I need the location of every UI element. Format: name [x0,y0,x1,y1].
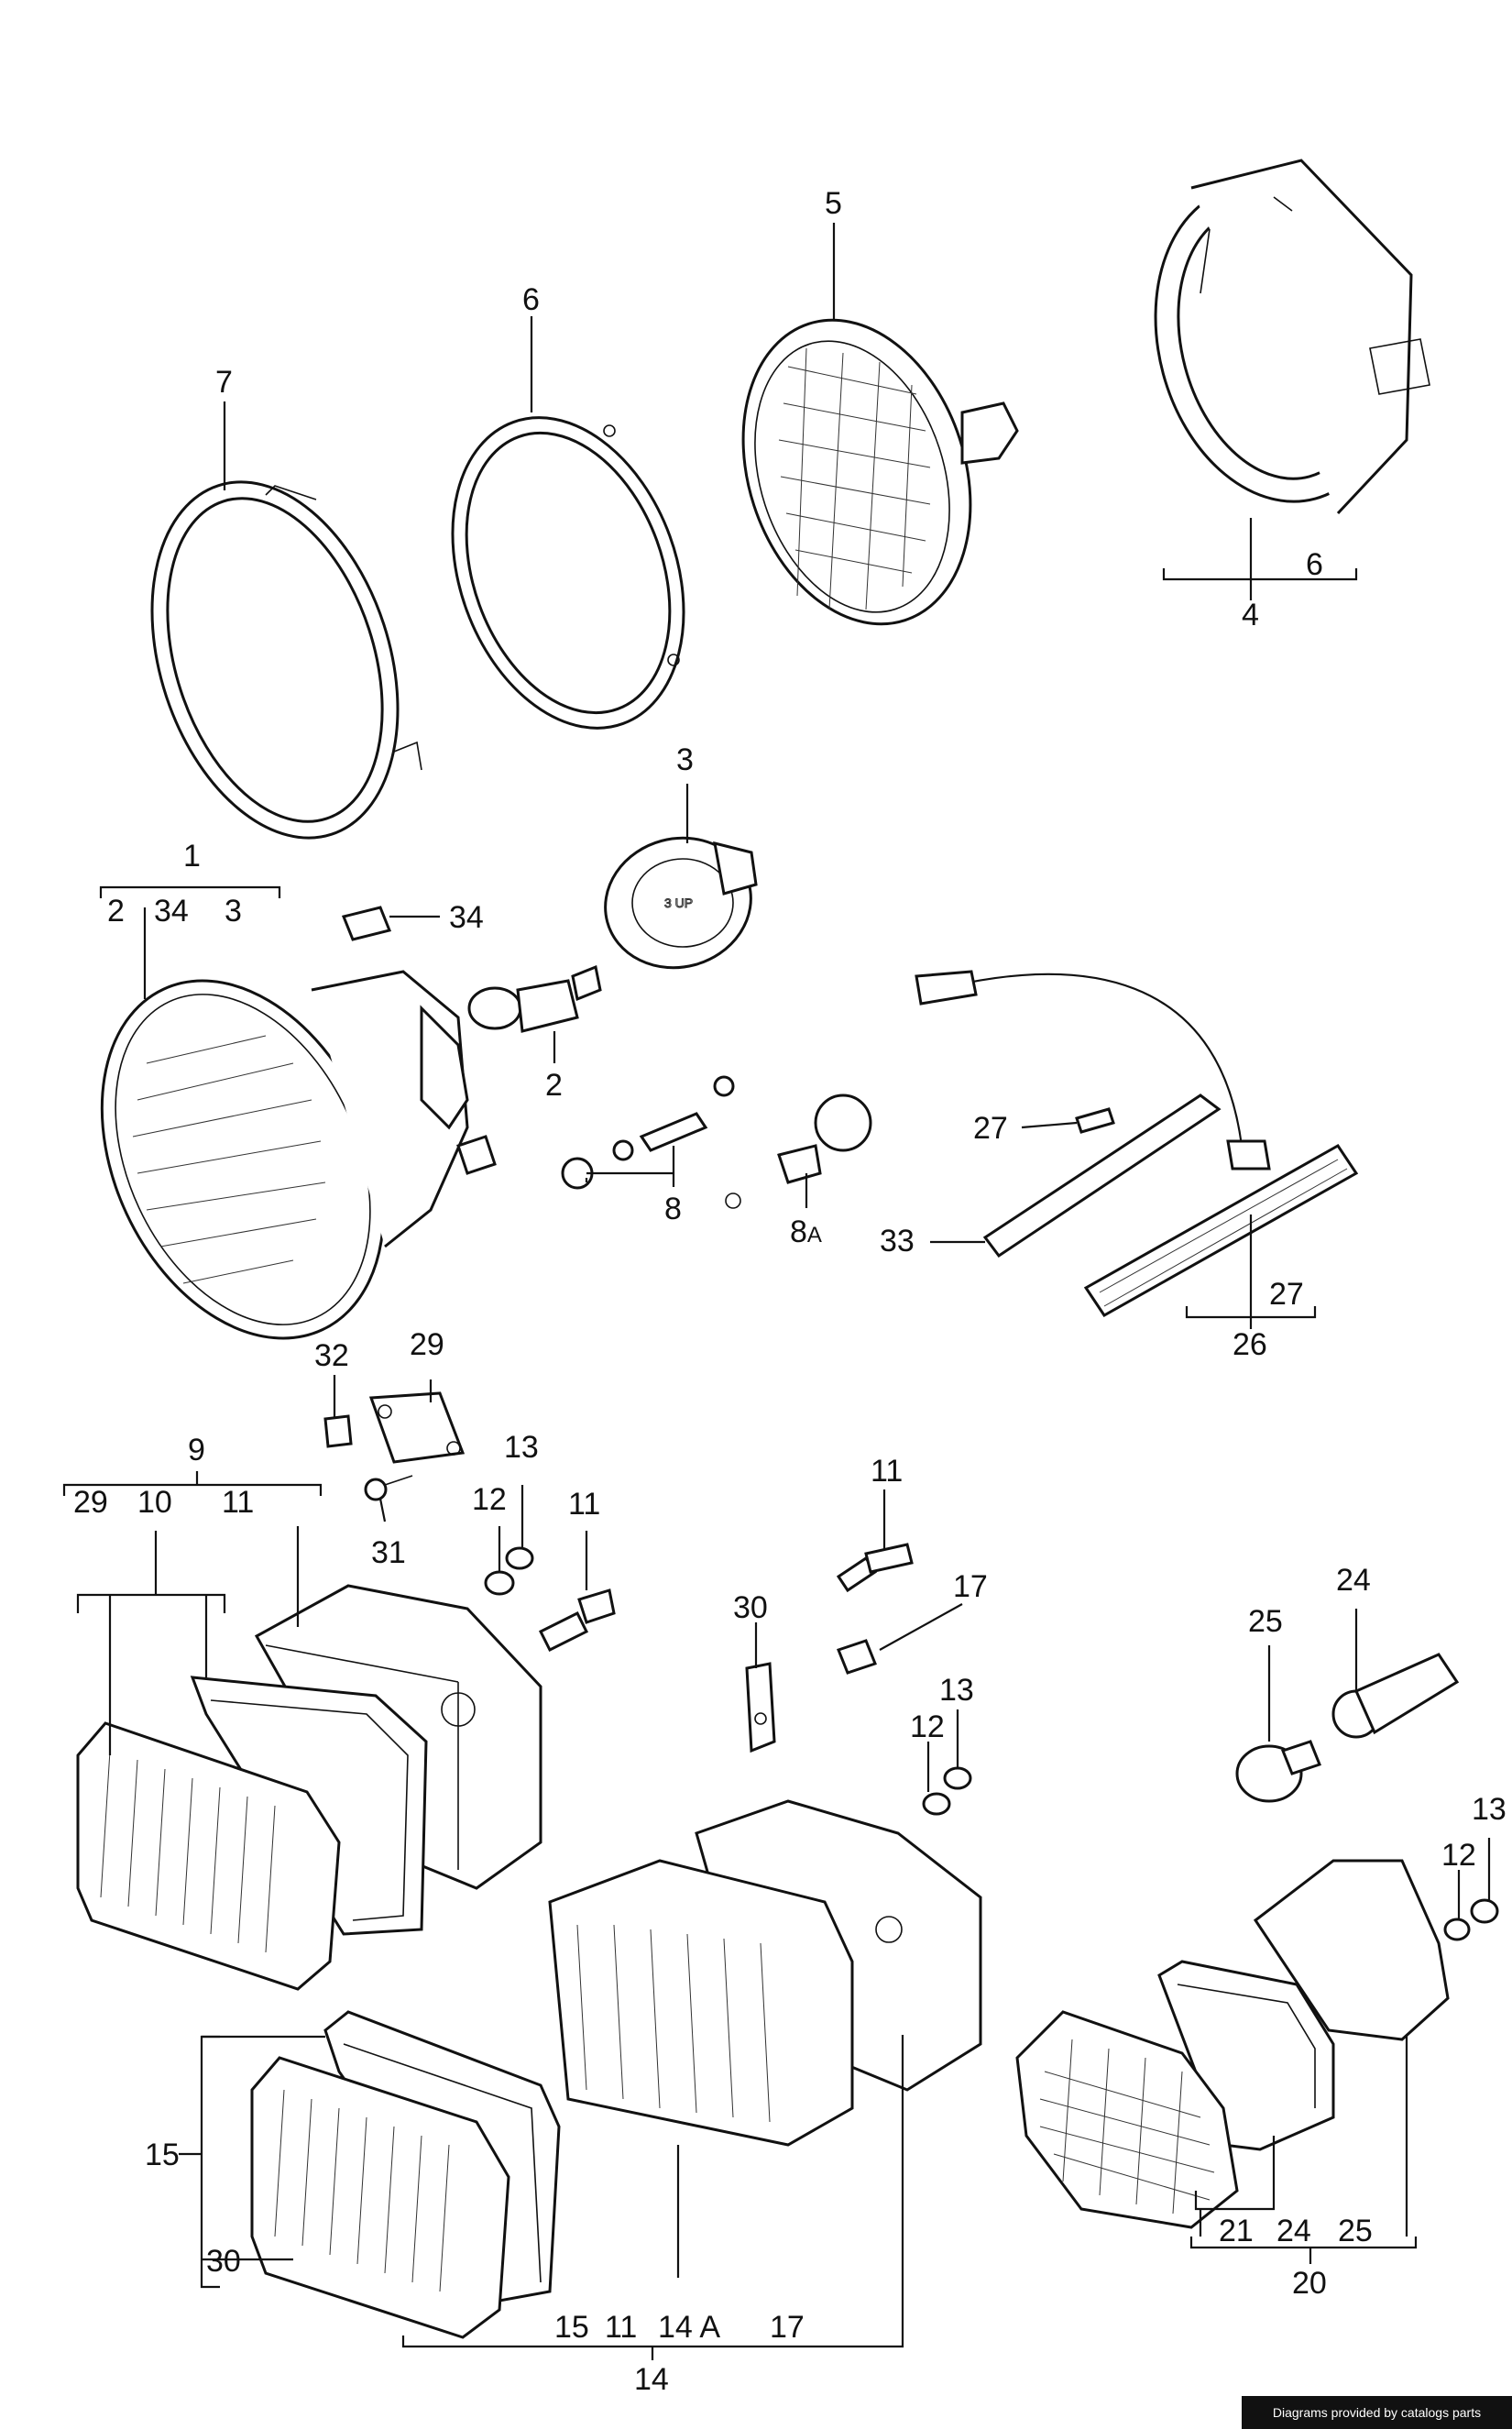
main-light-insert-14a[interactable] [548,1859,854,2147]
headlight-housing-4[interactable] [1122,159,1430,529]
clip-34[interactable] [341,906,392,941]
screw-31[interactable] [364,1475,413,1501]
nut-13c[interactable] [1470,1898,1499,1924]
label-32: 32 [314,1338,349,1373]
bulb-25[interactable] [1235,1740,1321,1803]
side-marker-26[interactable] [915,970,1359,1317]
sealed-beam-5[interactable] [706,291,1019,654]
turn-signal-lens-21[interactable] [1015,2010,1239,2229]
washer-12a[interactable] [484,1570,515,1596]
nut-13b[interactable] [943,1766,972,1790]
label-15a: 15 [145,2138,180,2172]
label-30b: 30 [206,2244,241,2279]
bulb-holder-8a[interactable] [725,1094,872,1209]
label-13c: 13 [1472,1792,1507,1827]
gasket-33[interactable] [982,1094,1222,1258]
label-11b: 11 [568,1487,600,1522]
label-15-sub: 15 [554,2310,589,2345]
label-12b: 12 [910,1709,945,1744]
washer-12c[interactable] [1443,1918,1471,1941]
label-31: 31 [371,1535,406,1570]
label-12c: 12 [1441,1838,1476,1873]
label-11d: 11 [605,2310,637,2345]
credit-banner: Diagrams provided by catalogs parts [1242,2396,1512,2429]
label-29-sub: 29 [73,1485,108,1520]
bulb-17[interactable] [837,1639,877,1675]
label-30a: 30 [733,1590,768,1625]
retaining-ring-6[interactable] [411,385,724,761]
label-27-bulb: 27 [973,1111,1008,1146]
label-24a: 24 [1336,1563,1371,1598]
bulb-11b[interactable] [538,1588,616,1653]
label-6-ring: 6 [522,282,540,317]
h4-bulb-2[interactable] [467,964,602,1033]
label-33: 33 [880,1224,915,1258]
label-34-clip: 34 [449,900,484,935]
bracket-29[interactable] [368,1391,466,1464]
turn-signal-housing-20[interactable] [1253,1859,1450,2041]
label-29-bracket: 29 [410,1327,444,1362]
label-7: 7 [215,365,233,400]
label-14: 14 [634,2362,669,2397]
label-21: 21 [1219,2214,1254,2248]
label-11c: 11 [871,1454,903,1489]
fog-light-lens-10[interactable] [76,1721,341,1991]
washer-12b[interactable] [922,1792,951,1816]
label-8: 8 [664,1192,682,1226]
label-20: 20 [1292,2266,1327,2301]
label-1: 1 [183,839,201,874]
label-3-sub: 3 [225,894,242,929]
label-25a: 25 [1248,1604,1283,1639]
label-6-sub: 6 [1306,547,1323,582]
bracket-30a[interactable] [745,1662,776,1753]
label-25b: 25 [1338,2214,1373,2248]
label-17b: 17 [770,2310,805,2345]
label-12a: 12 [472,1482,507,1517]
label-9: 9 [188,1433,205,1467]
label-27-sub: 27 [1269,1277,1304,1312]
label-14a: 14 A [658,2310,720,2345]
label-17a: 17 [953,1569,988,1604]
label-10: 10 [137,1485,172,1520]
label-8a: 8A [790,1214,822,1249]
callout-labels: 7 6 5 6 4 3 1 2 34 3 34 2 8 8A 27 33 27 … [73,186,1507,2397]
trim-ring-7[interactable] [109,450,440,870]
bulb-24[interactable] [1331,1653,1460,1739]
label-4: 4 [1242,598,1259,632]
headlight-assembly-1[interactable] [47,935,497,1384]
clip-32[interactable] [323,1414,353,1448]
nut-13a[interactable] [505,1546,534,1570]
label-2-bulb: 2 [545,1068,563,1103]
bulb-27[interactable] [1075,1107,1115,1134]
label-3-bulb-holder: 3 [676,742,694,777]
label-26: 26 [1233,1327,1267,1362]
bulb-11c[interactable] [836,1543,914,1593]
label-24b: 24 [1276,2214,1311,2248]
bulb-socket-8[interactable] [561,1075,735,1190]
bulb-holder-3[interactable]: 3 UP [591,822,766,984]
label-13b: 13 [939,1673,974,1708]
label-13a: 13 [504,1430,539,1465]
main-light-lens-30[interactable] [250,2056,510,2339]
leader-lines [62,223,1491,2360]
label-34-sub: 34 [154,894,189,929]
label-5: 5 [825,186,842,221]
label-11-sub: 11 [222,1485,254,1520]
svg-text:3 UP: 3 UP [664,896,693,910]
label-2-sub: 2 [107,894,125,929]
